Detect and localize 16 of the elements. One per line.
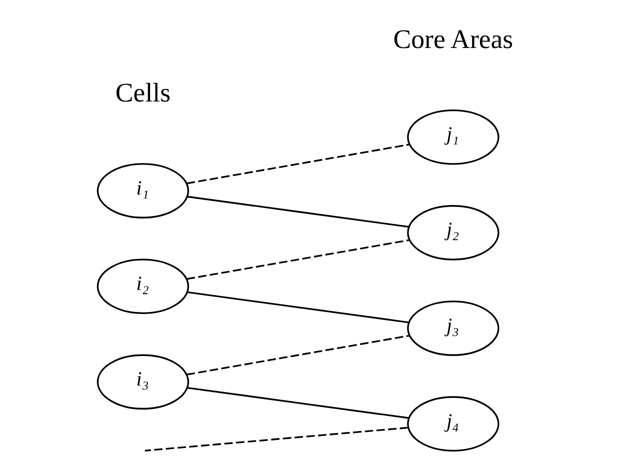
connector <box>187 291 409 324</box>
label: Core Areas <box>393 24 514 54</box>
connector <box>187 386 409 419</box>
label: Cells <box>115 78 171 108</box>
node-ellipse: i₂ <box>96 258 190 314</box>
node-ellipse: j₁ <box>407 109 500 165</box>
connector <box>187 196 409 228</box>
connector <box>186 334 410 376</box>
node-ellipse: i₁ <box>96 163 190 218</box>
node-ellipse: j₂ <box>407 205 500 260</box>
connector <box>186 144 410 184</box>
node-ellipse: i₃ <box>96 354 190 410</box>
node-ellipse: j₄ <box>407 396 500 452</box>
connector <box>186 239 410 280</box>
node-ellipse: j₃ <box>407 300 500 356</box>
connector <box>144 426 408 452</box>
